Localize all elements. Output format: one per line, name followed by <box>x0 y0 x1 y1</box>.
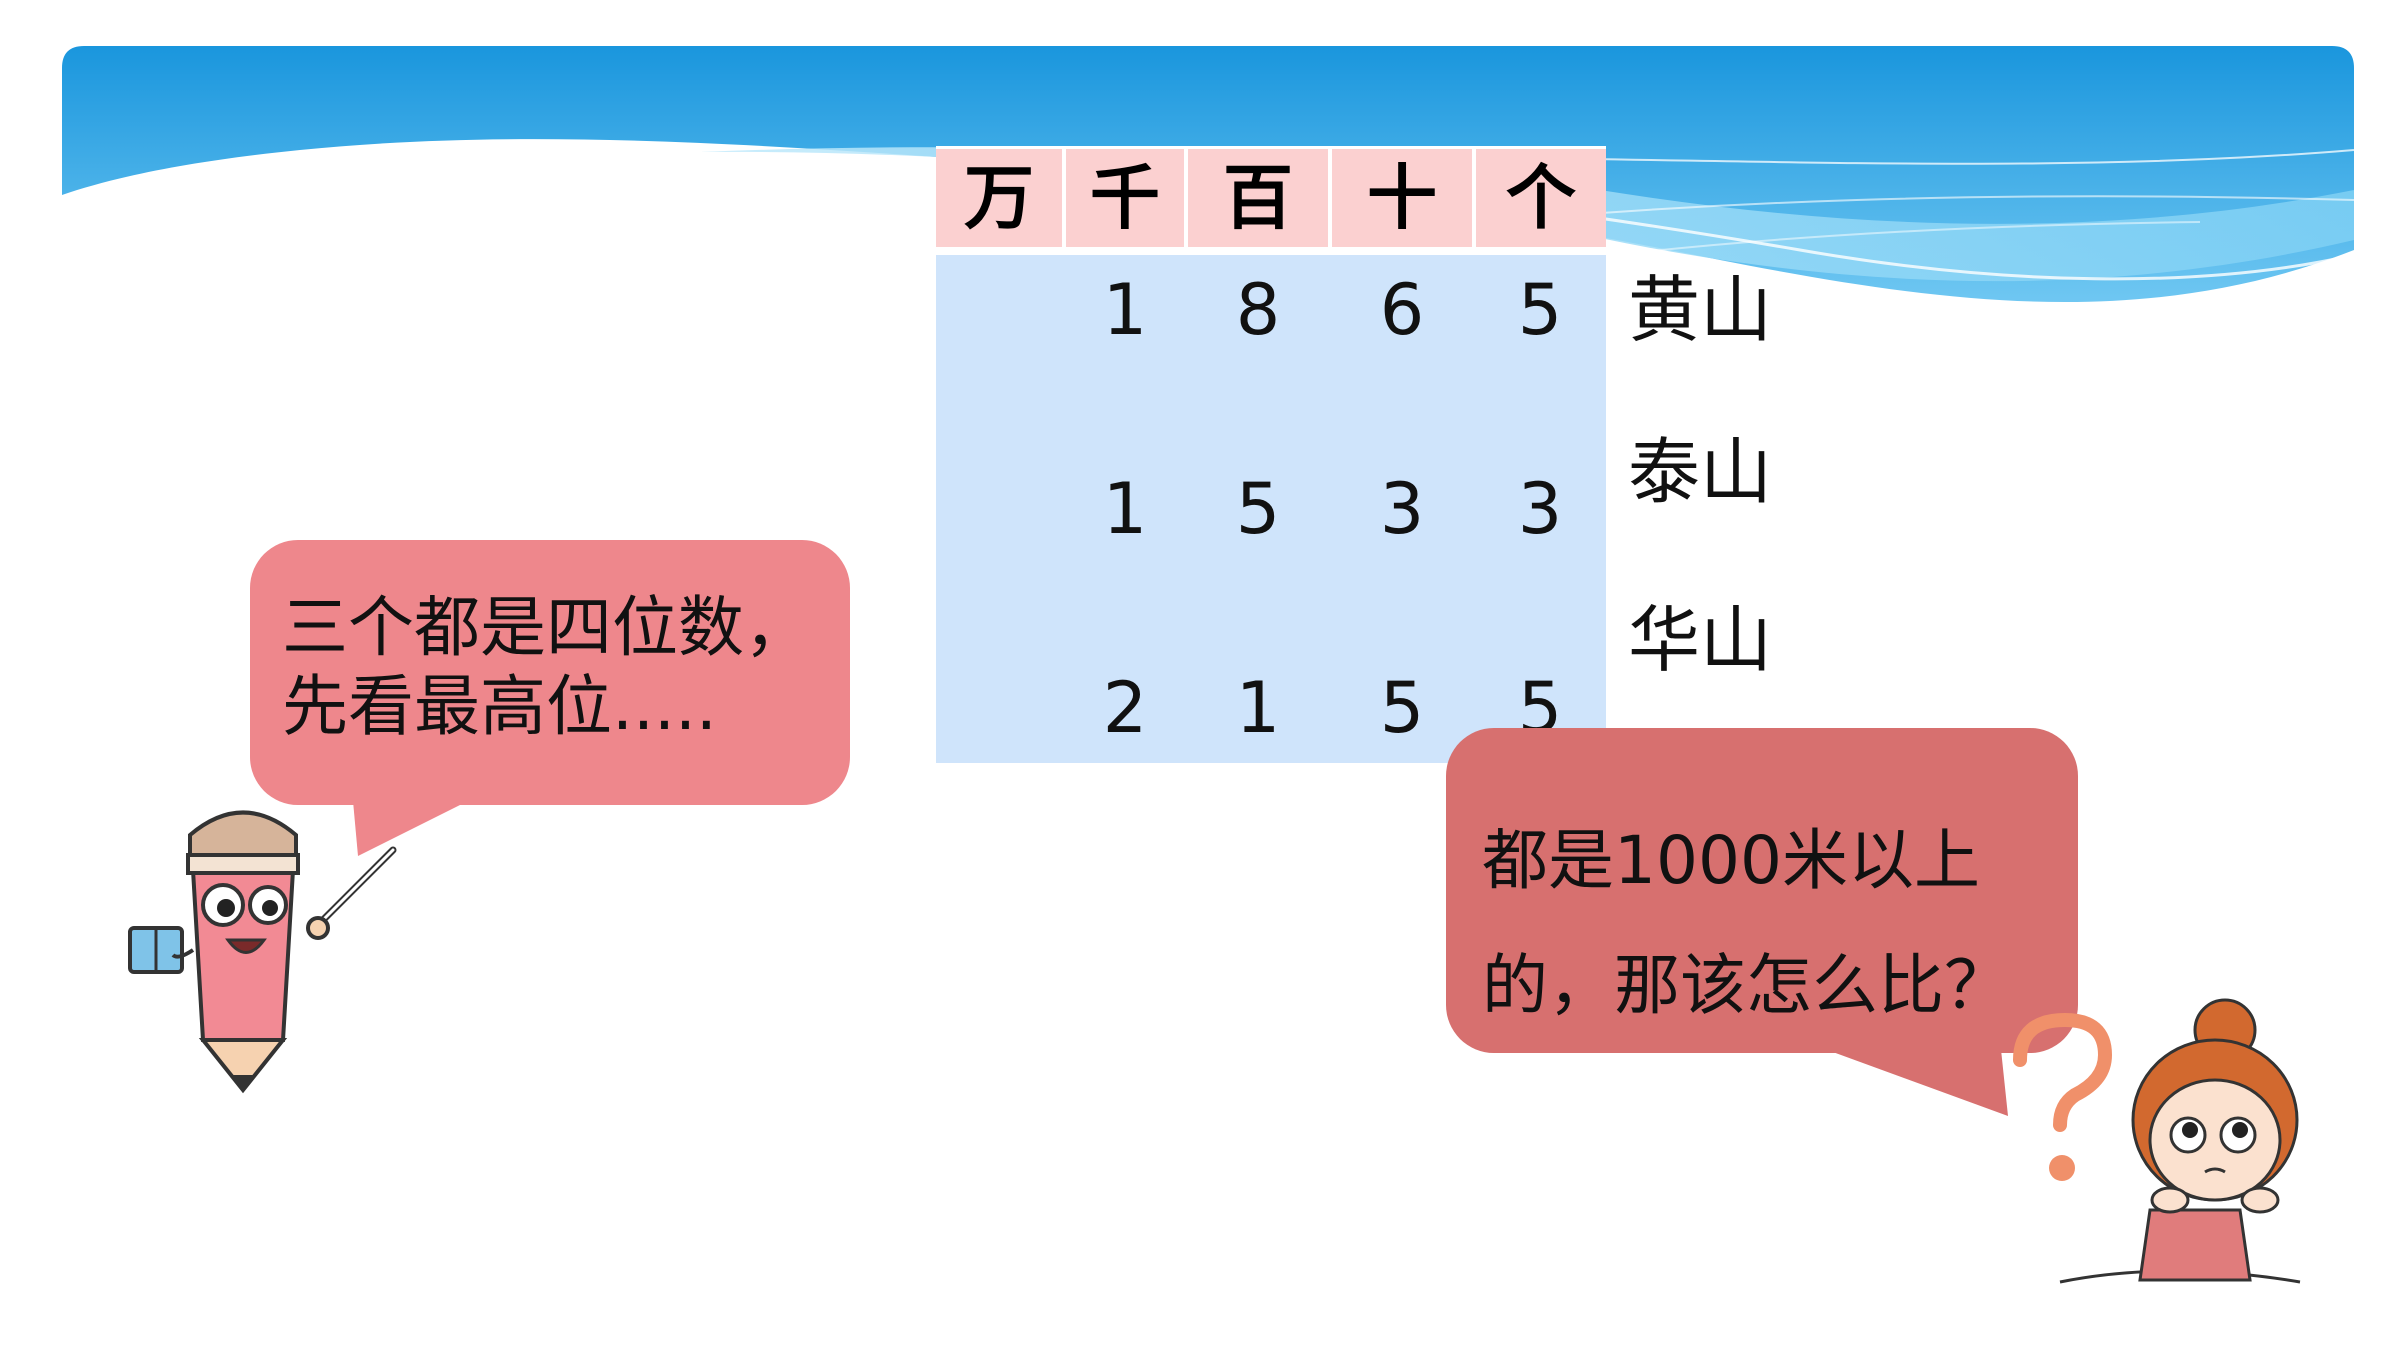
header-hundreds: 百 <box>1186 146 1332 247</box>
header-ones: 个 <box>1474 146 1606 247</box>
table-cell: 5 <box>1474 255 1606 425</box>
table-cell: 6 <box>1330 255 1474 425</box>
confused-girl-icon <box>2013 998 2301 1284</box>
place-value-table: 万 千 百 十 个 1 8 6 5 1 5 3 3 2 1 5 5 <box>936 146 1606 763</box>
table-header-row: 万 千 百 十 个 <box>936 146 1606 247</box>
table-cell: 2 <box>1064 593 1186 763</box>
speech-bubble-right: 都是1000米以上 的，那该怎么比？ <box>1446 728 2078 1053</box>
table-cell <box>936 593 1064 763</box>
bubble-right-line-1: 都是1000米以上 <box>1482 822 1980 899</box>
bubble-left-tail <box>352 790 490 856</box>
bubble-left-line-2: 先看最高位..... <box>282 668 717 746</box>
table-cell: 5 <box>1330 593 1474 763</box>
speech-bubble-left: 三个都是四位数， 先看最高位..... <box>250 540 850 805</box>
table-separator <box>936 247 1606 255</box>
table-cell: 1 <box>1064 425 1186 593</box>
bubble-left-line-1: 三个都是四位数， <box>282 589 810 666</box>
table-cell <box>936 425 1064 593</box>
table-row: 1 5 3 3 <box>936 425 1606 593</box>
bubble-right-tail <box>1800 1040 2008 1116</box>
table-cell: 1 <box>1186 593 1330 763</box>
mountain-label-huangshan: 黄山 <box>1628 268 1773 352</box>
header-tens: 十 <box>1330 146 1476 247</box>
mountain-label-taishan: 泰山 <box>1628 430 1773 514</box>
table-cell: 5 <box>1186 425 1330 593</box>
header-ten-thousands: 万 <box>936 146 1066 247</box>
bubble-right-line-2: 的，那该怎么比？ <box>1482 947 2010 1025</box>
pencil-teacher-icon <box>128 810 397 1094</box>
table-row: 1 8 6 5 <box>936 255 1606 425</box>
mountain-label-huashan: 华山 <box>1628 598 1773 682</box>
table-cell <box>936 255 1064 425</box>
header-thousands: 千 <box>1064 146 1188 247</box>
table-cell: 3 <box>1330 425 1474 593</box>
table-cell: 1 <box>1064 255 1186 425</box>
table-cell: 3 <box>1474 425 1606 593</box>
table-cell: 8 <box>1186 255 1330 425</box>
